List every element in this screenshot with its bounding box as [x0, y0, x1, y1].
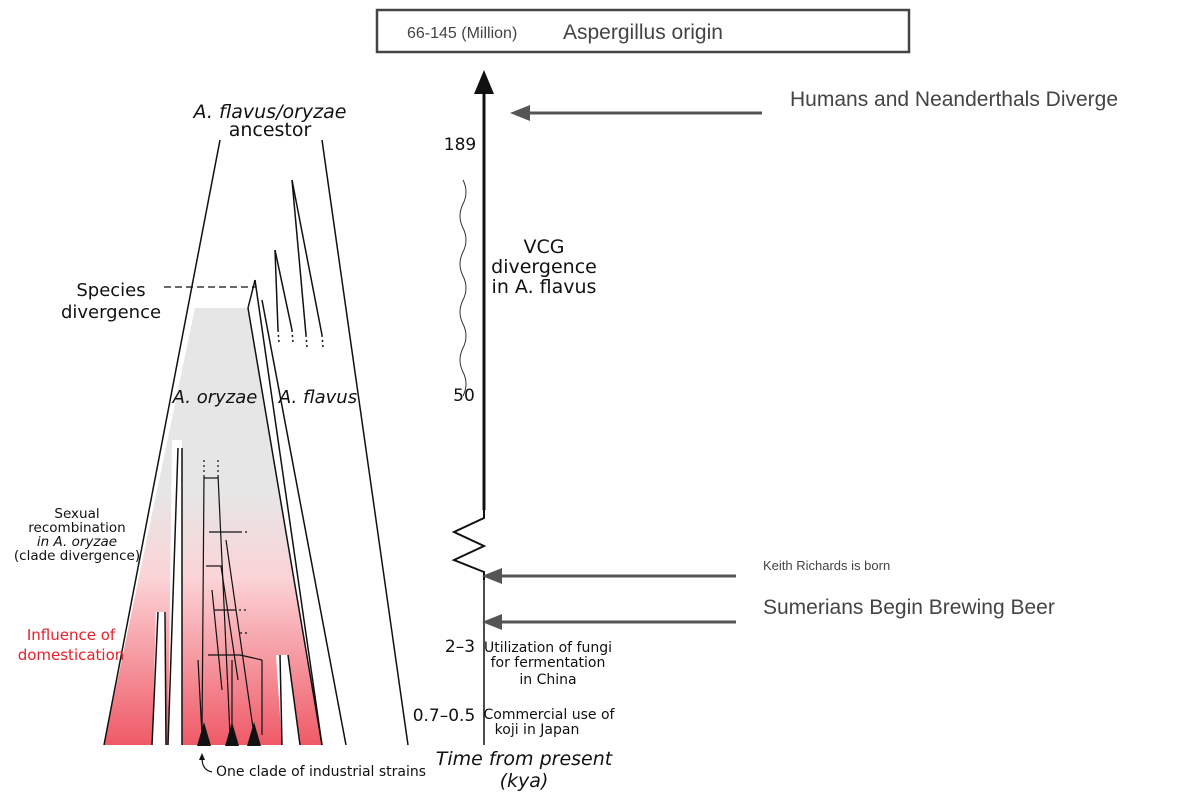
- domestication-line2: domestication: [18, 646, 125, 664]
- industrial-strain-pointer: [201, 757, 213, 773]
- ancestor-label-line1: A. flavus/oryzae: [192, 101, 347, 123]
- keith-arrowhead: [482, 568, 502, 584]
- origin-header: 66-145 (Million) Aspergillus origin: [375, 8, 911, 54]
- fungi-line2: for fermentation: [491, 655, 606, 671]
- humans-annotation: Humans and Neanderthals Diverge: [790, 88, 1118, 111]
- axis-arrowhead: [474, 70, 494, 94]
- origin-range: 66-145 (Million): [407, 25, 517, 42]
- time-axis: [451, 70, 494, 745]
- tick-50: 50: [453, 386, 475, 406]
- species-divergence-line2: divergence: [61, 302, 161, 323]
- fungi-line3: in China: [519, 672, 576, 688]
- axis-title-line2: (kya): [500, 770, 549, 792]
- koji-line2: koji in Japan: [495, 722, 580, 738]
- ancestor-label-line2: ancestor: [229, 119, 312, 141]
- flavus-branch-tips: [277, 329, 324, 349]
- tick-189: 189: [444, 135, 476, 155]
- keith-annotation: Keith Richards is born: [763, 558, 890, 573]
- recombination-line4: (clade divergence): [14, 548, 140, 564]
- industrial-strains-label: One clade of industrial strains: [216, 764, 426, 780]
- recombination-line3: in A. oryzae: [37, 534, 117, 550]
- recombination-label: Sexual recombination in A. oryzae (clade…: [14, 506, 140, 564]
- origin-header-box: [375, 8, 911, 54]
- sumerians-annotation: Sumerians Begin Brewing Beer: [763, 596, 1055, 619]
- species-divergence-line1: Species: [76, 280, 145, 301]
- vcg-line1: VCG: [524, 236, 565, 258]
- gap-mid: [168, 440, 182, 745]
- origin-title: Aspergillus origin: [563, 21, 723, 44]
- domestication-line1: Influence of: [27, 626, 116, 644]
- lineage-outlines: [103, 139, 409, 746]
- koji-line1: Commercial use of: [484, 707, 616, 723]
- industrial-strain-triangle: [225, 722, 239, 746]
- vcg-line2: divergence: [491, 256, 597, 278]
- flavus-branches: [274, 179, 323, 336]
- recombination-line2: recombination: [28, 520, 125, 536]
- gap-left: [152, 612, 166, 745]
- recombination-line1: Sexual: [54, 506, 99, 522]
- annotation-arrows: [482, 105, 762, 630]
- vcg-line3: in A. flavus: [492, 276, 597, 298]
- industrial-strain-markers: [197, 722, 261, 746]
- industrial-strain-triangle: [197, 722, 211, 746]
- industrial-pointer-arrowhead: [199, 753, 205, 760]
- axis-break-zigzag: [451, 510, 487, 580]
- tick-0-7-0-5: 0.7–0.5: [413, 706, 476, 726]
- vcg-wavy-line: [459, 179, 467, 397]
- oryzae-clade-label: A. oryzae: [172, 387, 258, 408]
- oryzae-recombination-tree: [197, 474, 263, 736]
- fungi-line1: Utilization of fungi: [484, 640, 612, 656]
- tick-2-3: 2–3: [445, 637, 475, 657]
- oryzae-tree-dotted-tips: [203, 460, 250, 634]
- axis-title-line1: Time from present: [436, 748, 614, 770]
- flavus-clade-label: A. flavus: [278, 387, 357, 408]
- industrial-strain-triangle: [247, 722, 261, 746]
- sumerians-arrowhead: [482, 614, 502, 630]
- humans-arrowhead: [510, 105, 530, 121]
